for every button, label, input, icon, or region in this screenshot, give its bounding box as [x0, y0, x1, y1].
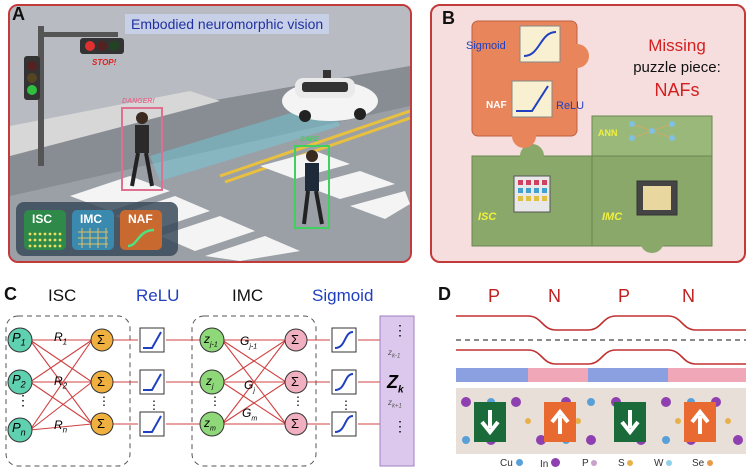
- panel-b: Sigmoid NAF ReLU ANN ISC IMC Missing puz…: [430, 4, 746, 263]
- region-n1: N: [548, 286, 561, 306]
- sigmoid-boxes: [331, 327, 357, 437]
- sum-imc-2: Σ: [291, 374, 300, 389]
- z-node-1: zj-1: [204, 332, 218, 349]
- panel-a: Embodied neuromorphic vision STOP! DANGE…: [8, 4, 412, 263]
- w-dot-icon: [666, 460, 673, 466]
- region-p2: P: [618, 286, 631, 306]
- legend-w: W: [654, 458, 673, 469]
- panel-letter-a: A: [12, 4, 25, 24]
- z-node-2: zj: [206, 374, 214, 391]
- headline-puzzle: puzzle piece:: [633, 59, 721, 76]
- legend-s: S: [618, 458, 634, 469]
- sum-imc-dots: ⋮: [292, 394, 304, 408]
- sum-isc-3: Σ: [97, 416, 106, 431]
- z-node-3: zm: [204, 416, 216, 433]
- sigmoid-dots: ⋮: [340, 398, 352, 412]
- se-dot-icon: [707, 460, 714, 466]
- output-dots-top: ⋮: [393, 322, 407, 338]
- resistor-r1: R1: [54, 330, 68, 347]
- input-p2: P2: [12, 372, 26, 390]
- conductance-g1: Gj-1: [240, 334, 258, 351]
- output-z-main: Zk: [387, 372, 404, 396]
- header-sigmoid: Sigmoid: [312, 286, 374, 305]
- legend-in: In: [540, 458, 561, 470]
- isc-piece-label: ISC: [478, 211, 497, 223]
- output-layer: [379, 315, 415, 467]
- imc-piece-label: IMC: [602, 211, 623, 223]
- sum-imc-1: Σ: [291, 332, 300, 347]
- relu-label: ReLU: [556, 100, 585, 112]
- conductance-gm: Gm: [242, 406, 258, 423]
- safe-label: SAFE: [300, 136, 319, 143]
- in-dot-icon: [551, 458, 561, 467]
- legend-p: P: [582, 458, 598, 469]
- headline-missing: Missing: [648, 36, 706, 55]
- relu-dots: ⋮: [148, 398, 160, 412]
- panel-a-title: Embodied neuromorphic vision: [125, 14, 330, 34]
- header-isc: ISC: [48, 286, 77, 305]
- sum-imc-3: Σ: [291, 416, 300, 431]
- s-dot-icon: [627, 460, 634, 466]
- region-p1: P: [488, 286, 501, 306]
- input-nodes: [7, 327, 33, 443]
- headline-nafs: NAFs: [654, 80, 700, 100]
- relu-boxes: [139, 327, 165, 437]
- element-legend: Cu In P S W Se: [490, 458, 740, 474]
- legend-se: Se: [692, 458, 714, 469]
- p-dot-icon: [591, 460, 598, 466]
- output-z-top: zk-1: [388, 348, 401, 360]
- cu-dot-icon: [515, 459, 523, 466]
- safe-box: [294, 145, 330, 229]
- header-relu: ReLU: [136, 286, 180, 305]
- panel-letter-c: C: [4, 284, 17, 304]
- legend-imc: IMC: [80, 212, 102, 226]
- input-pn: Pn: [12, 420, 26, 438]
- danger-box: [121, 107, 163, 191]
- header-imc: IMC: [232, 286, 264, 305]
- legend-cu: Cu: [500, 458, 523, 469]
- input-p1: P1: [12, 330, 26, 348]
- region-n2: N: [682, 286, 695, 306]
- output-dots-bottom: ⋮: [393, 418, 407, 434]
- sum-isc-dots: ⋮: [98, 394, 110, 408]
- legend-isc: ISC: [32, 212, 53, 226]
- pedestrian-safe: [302, 150, 324, 225]
- sum-isc-1: Σ: [97, 332, 106, 347]
- panel-letter-d: D: [438, 284, 451, 304]
- legend-naf: NAF: [128, 212, 153, 226]
- stop-label: STOP!: [92, 58, 117, 67]
- ann-label: ANN: [598, 128, 618, 138]
- circuit-diagram: [5, 315, 415, 467]
- puzzle-illustration: [471, 20, 713, 253]
- sum-isc-2: Σ: [97, 374, 106, 389]
- band-diagram: [456, 315, 746, 454]
- self-driving-car: [282, 70, 378, 122]
- resistor-r2: R2: [54, 374, 68, 391]
- z-dots: ⋮: [209, 394, 221, 408]
- output-z-bottom: zk+1: [388, 398, 402, 410]
- street-scene: [10, 6, 410, 261]
- pedestrian-danger: [130, 112, 154, 187]
- danger-label: DANGER!: [122, 98, 155, 105]
- resistor-rn: Rn: [54, 418, 68, 435]
- input-dots: ⋮: [16, 392, 30, 408]
- conductance-g2: Gj: [244, 378, 255, 395]
- sigmoid-label: Sigmoid: [466, 40, 506, 52]
- panel-letter-b: B: [442, 8, 455, 28]
- naf-piece-label: NAF: [486, 100, 507, 111]
